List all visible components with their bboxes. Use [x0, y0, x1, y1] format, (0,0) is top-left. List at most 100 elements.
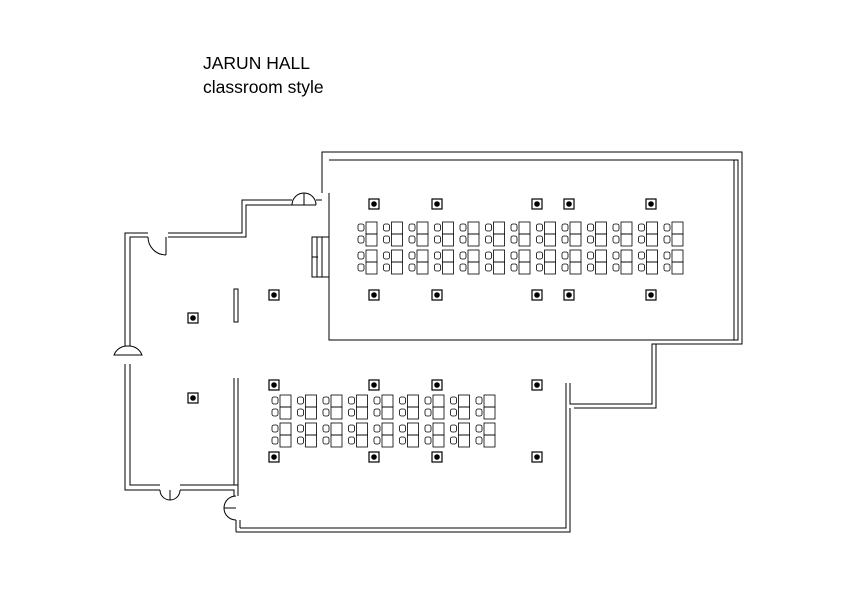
chair — [322, 436, 330, 445]
desk-pair — [587, 249, 607, 275]
chair — [561, 251, 569, 260]
chair — [399, 408, 406, 417]
desk-pair — [485, 249, 505, 275]
desk — [671, 233, 684, 247]
desk — [518, 249, 531, 263]
chair — [612, 263, 620, 272]
plan-title: JARUN HALL — [203, 53, 310, 73]
chair — [297, 396, 304, 405]
desk — [391, 233, 403, 247]
desk — [620, 221, 633, 235]
desk — [365, 233, 378, 247]
desk — [330, 422, 343, 436]
chair — [373, 436, 381, 445]
desk — [671, 221, 684, 235]
chair — [663, 263, 671, 272]
plan-subtitle: classroom style — [203, 77, 324, 97]
desk — [365, 261, 378, 275]
chair — [510, 235, 518, 244]
desk — [442, 249, 454, 263]
desk-pair — [424, 422, 445, 448]
chair — [357, 263, 365, 272]
desk — [432, 406, 445, 420]
chair — [399, 396, 406, 405]
desk — [279, 406, 292, 420]
chair — [322, 424, 330, 433]
chair — [485, 263, 492, 272]
column — [645, 289, 657, 301]
chair — [638, 263, 645, 272]
desk — [407, 422, 419, 436]
chair — [271, 408, 279, 417]
door-top-left — [291, 192, 305, 206]
desk-pair — [561, 221, 582, 247]
desk — [483, 422, 496, 436]
desk — [330, 394, 343, 408]
chair — [638, 223, 645, 232]
chair — [322, 408, 330, 417]
desk-pair — [587, 221, 607, 247]
column — [431, 451, 443, 463]
door-bottom-left — [159, 489, 171, 501]
column — [268, 451, 280, 463]
desk-pair — [638, 249, 658, 275]
column — [431, 198, 443, 210]
desk — [416, 261, 429, 275]
desk-pair — [322, 422, 343, 448]
desk — [407, 406, 419, 420]
desk-pair — [475, 394, 496, 420]
desk-pair — [459, 221, 480, 247]
desk-pair — [373, 422, 394, 448]
desk — [442, 261, 454, 275]
desk-pair — [561, 249, 582, 275]
desk-pair — [612, 221, 633, 247]
chair — [434, 263, 441, 272]
desk — [620, 233, 633, 247]
desk — [595, 221, 607, 235]
desk — [305, 422, 317, 436]
chair — [408, 235, 416, 244]
desk — [305, 434, 317, 448]
desk — [305, 406, 317, 420]
desk — [467, 249, 480, 263]
desk-pair — [383, 221, 403, 247]
desk — [407, 394, 419, 408]
desk — [493, 233, 505, 247]
desk-pair — [485, 221, 505, 247]
column — [531, 451, 543, 463]
column — [431, 379, 443, 391]
desk — [544, 261, 556, 275]
desk-pair — [510, 221, 531, 247]
desk — [620, 249, 633, 263]
desk — [381, 434, 394, 448]
desk — [483, 434, 496, 448]
desk-pair — [424, 394, 445, 420]
desk — [381, 422, 394, 436]
chair — [322, 396, 330, 405]
desk — [569, 249, 582, 263]
walls — [124, 151, 743, 533]
chair — [612, 235, 620, 244]
desk-pair — [297, 394, 317, 420]
desk — [595, 249, 607, 263]
desk-pair — [271, 422, 292, 448]
desk-pair — [663, 249, 684, 275]
chair — [510, 223, 518, 232]
chair — [348, 408, 355, 417]
chair — [408, 263, 416, 272]
desk-pair — [536, 221, 556, 247]
chair — [408, 223, 416, 232]
chair — [561, 263, 569, 272]
chair — [663, 235, 671, 244]
desk — [279, 422, 292, 436]
desk-pair — [536, 249, 556, 275]
desk-block-upper — [357, 221, 684, 275]
chair — [536, 223, 543, 232]
desk — [391, 221, 403, 235]
desk — [432, 434, 445, 448]
desk — [381, 394, 394, 408]
desk — [330, 406, 343, 420]
chair — [383, 235, 390, 244]
chair — [485, 235, 492, 244]
chair — [383, 223, 390, 232]
